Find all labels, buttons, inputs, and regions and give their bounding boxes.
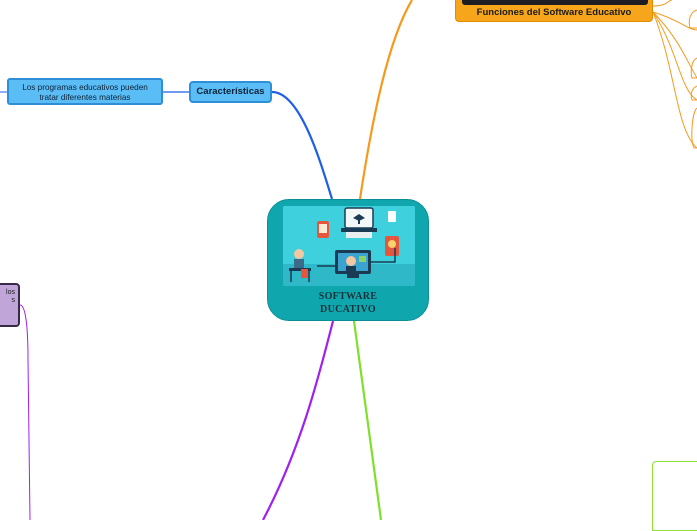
mind-map-connectors (0, 0, 697, 520)
subtopic-programas-line2: tratar diferentes materias (39, 92, 131, 102)
topic-green-partial[interactable] (652, 461, 697, 531)
purple-partial-line2: s (11, 297, 16, 304)
branch-purple (262, 320, 335, 520)
branch-functions-child-4 (652, 11, 697, 101)
central-topic-title: SOFTWARE DUCATIVO (268, 290, 428, 316)
orange-stub-3 (690, 85, 697, 101)
branch-purple-child (19, 304, 31, 520)
branch-functions-child-2 (652, 11, 697, 31)
topic-caracteristicas-label: Características (196, 86, 265, 97)
branch-characteristics (271, 90, 334, 200)
topic-funciones-software[interactable]: Funciones del Software Educativo (455, 0, 653, 22)
branch-functions-child-1 (652, 0, 673, 7)
subtopic-programas-educativos[interactable]: Los programas educativos pueden tratar d… (7, 78, 163, 105)
orange-stub-1 (688, 9, 697, 29)
computers-people-illustration (283, 206, 415, 286)
topic-purple-partial[interactable]: los s (0, 283, 20, 327)
central-title-line1: SOFTWARE (318, 291, 378, 302)
branch-functions (358, 0, 413, 200)
central-topic-node[interactable]: SOFTWARE DUCATIVO (267, 199, 429, 321)
topic-funciones-label: Funciones del Software Educativo (476, 7, 632, 18)
subtopic-programas-line1: Los programas educativos pueden (22, 83, 148, 92)
software-educativo-illustration (283, 206, 415, 286)
branch-green (352, 320, 383, 520)
branch-functions-child-3 (652, 11, 697, 79)
purple-partial-line1: los (6, 289, 15, 296)
branch-functions-child-5 (652, 11, 697, 149)
orange-stub-2 (690, 57, 697, 79)
orange-stub-4 (691, 107, 697, 149)
funciones-image (462, 0, 648, 5)
central-title-line2: DUCATIVO (320, 304, 376, 315)
topic-caracteristicas[interactable]: Características (189, 81, 272, 103)
